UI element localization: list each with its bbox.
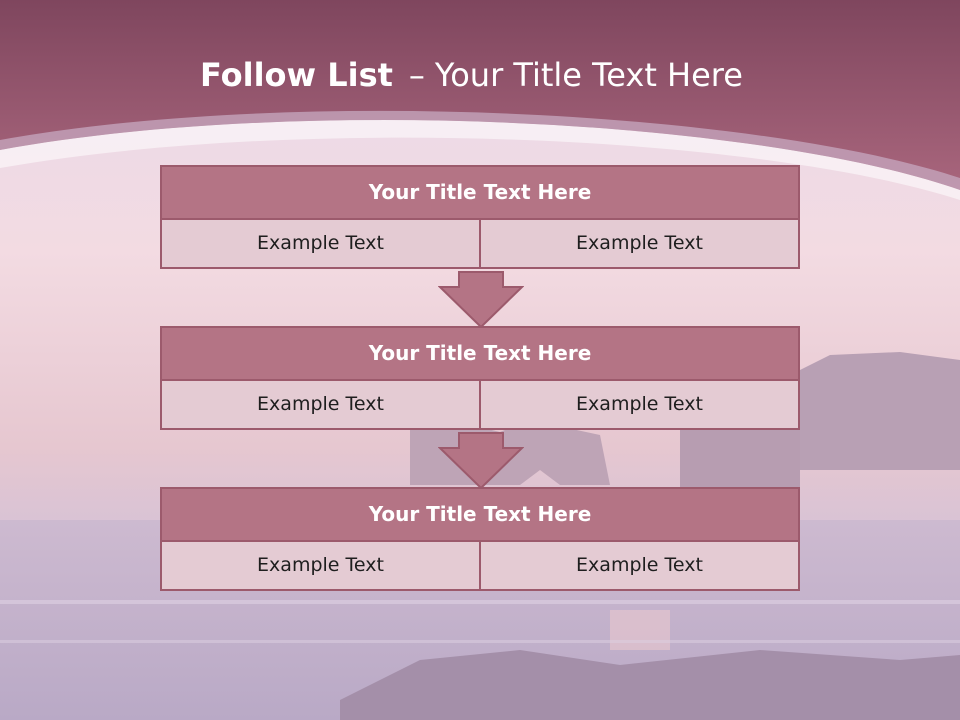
step-cell-right: Example Text [479,381,798,428]
step-row: Example Text Example Text [160,542,800,591]
step-row: Example Text Example Text [160,381,800,430]
title-dash: – [408,56,425,94]
step-block-1: Your Title Text Here Example Text Exampl… [160,165,800,269]
step-cell-right: Example Text [479,220,798,267]
slide-title: Follow List–Your Title Text Here [0,52,943,98]
step-title: Your Title Text Here [160,326,800,381]
step-block-2: Your Title Text Here Example Text Exampl… [160,326,800,430]
step-row: Example Text Example Text [160,220,800,269]
title-bold: Follow List [200,56,393,94]
down-arrow-icon [438,271,524,329]
step-cell-left: Example Text [257,232,384,254]
step-cell-left: Example Text [257,554,384,576]
step-block-3: Your Title Text Here Example Text Exampl… [160,487,800,591]
step-title: Your Title Text Here [160,165,800,220]
title-rest: Your Title Text Here [434,56,743,94]
down-arrow-icon [438,432,524,490]
step-title: Your Title Text Here [160,487,800,542]
step-cell-right: Example Text [479,542,798,589]
step-cell-left: Example Text [257,393,384,415]
